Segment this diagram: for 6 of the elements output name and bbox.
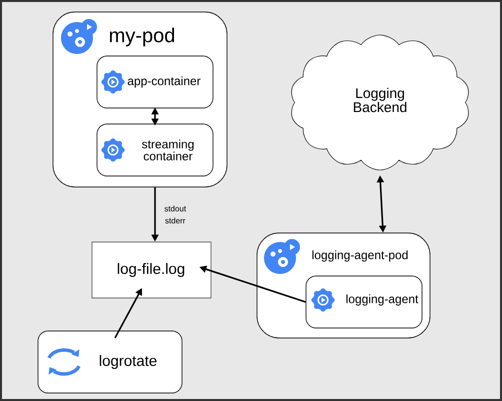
container-box: logrotate (38, 330, 182, 394)
edge-label: stdout stderr (157, 204, 194, 224)
container-box: app-container (96, 56, 214, 108)
container-box: streaming container (96, 124, 214, 176)
container-box: logging-agent (306, 276, 422, 328)
file-box: log-file.log (92, 242, 212, 298)
